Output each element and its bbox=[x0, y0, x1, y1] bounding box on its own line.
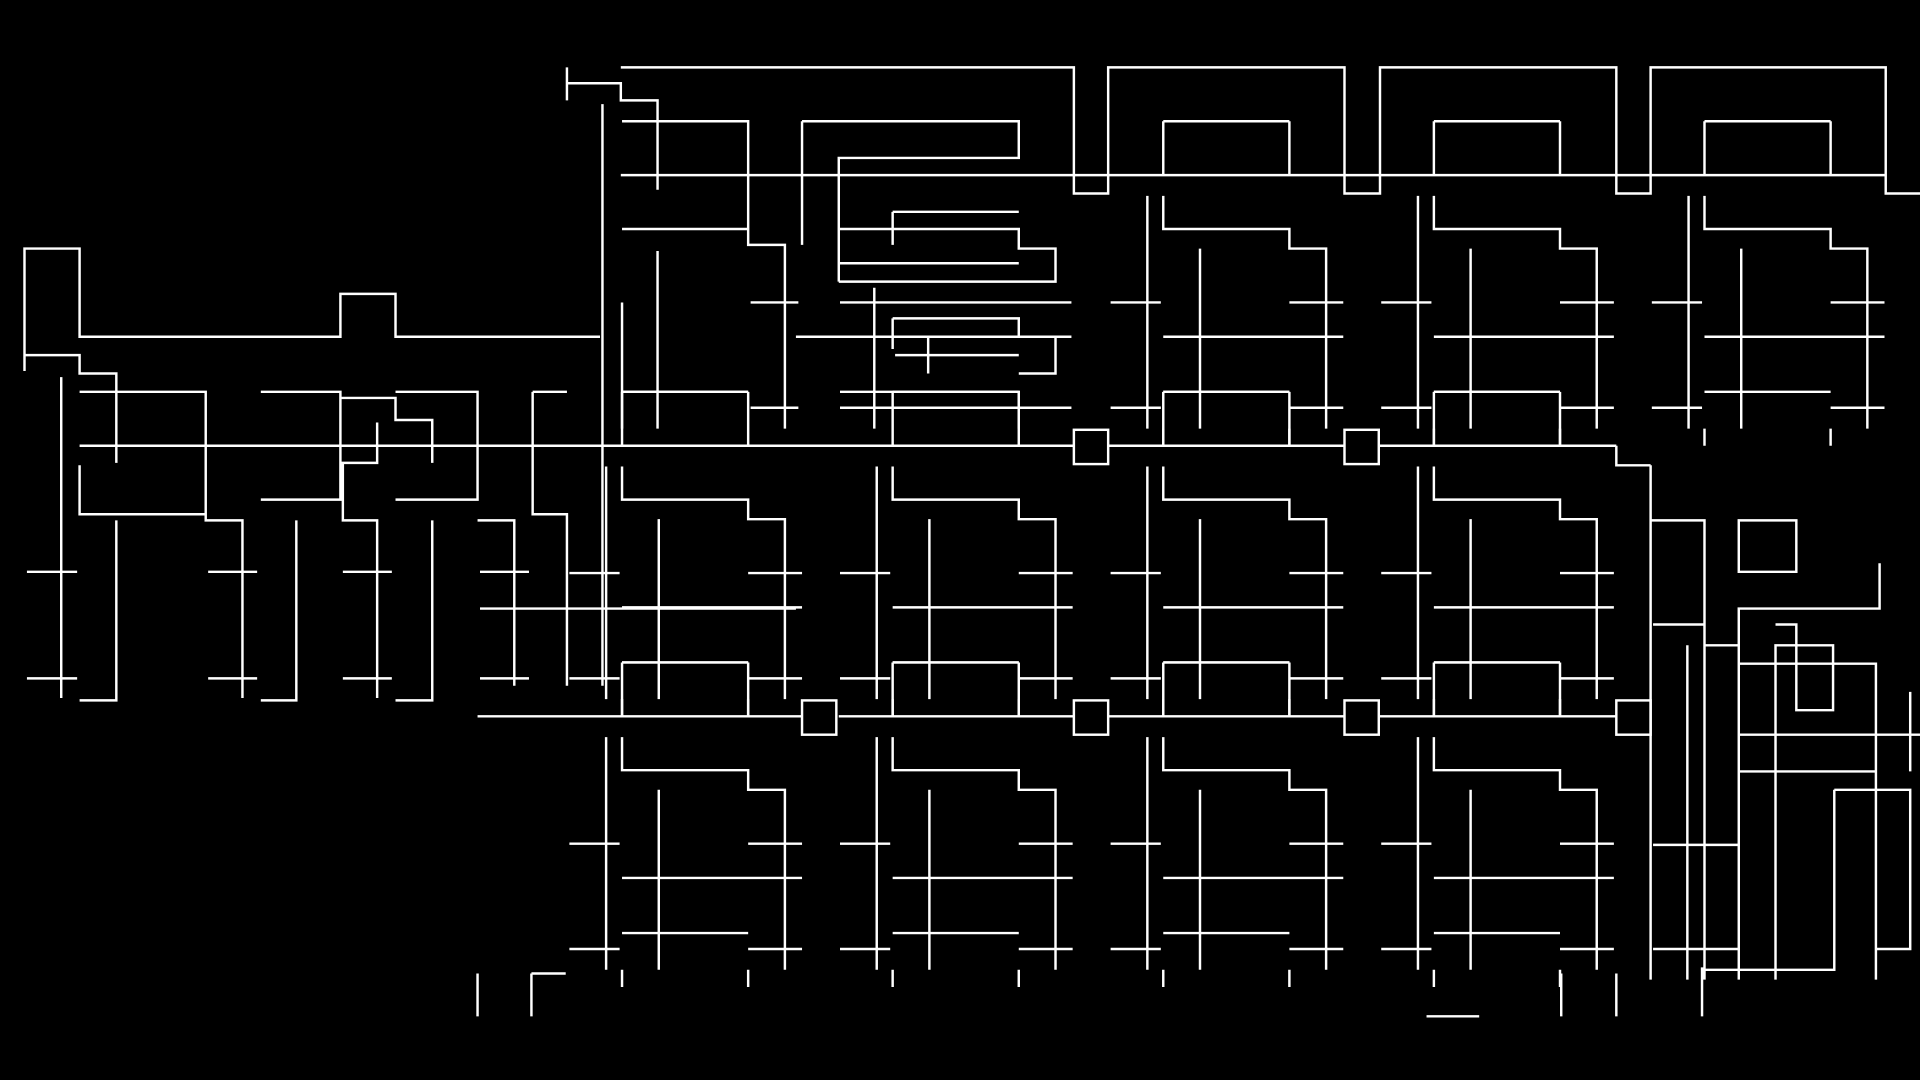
cell-lines bbox=[1110, 390, 1344, 717]
cell-lines bbox=[1381, 390, 1614, 717]
junction-box bbox=[1615, 699, 1652, 736]
cell-lines bbox=[569, 661, 803, 987]
cell-lines bbox=[1110, 661, 1344, 987]
left-structure-line bbox=[23, 247, 600, 372]
junction-box bbox=[1072, 428, 1110, 466]
junction-box bbox=[1343, 428, 1380, 466]
cell-lines bbox=[1381, 120, 1614, 446]
junction-box bbox=[800, 699, 838, 736]
cell-lines bbox=[569, 390, 803, 717]
top-border-line bbox=[620, 66, 1920, 195]
cell-lines bbox=[840, 390, 1073, 717]
junction-box bbox=[1072, 699, 1110, 736]
cell-lines bbox=[1651, 120, 1885, 446]
junction-box bbox=[1343, 699, 1380, 736]
cell-lines bbox=[840, 661, 1073, 987]
center-block-lines bbox=[620, 120, 1072, 429]
line-pattern bbox=[23, 66, 1920, 1018]
repeated-cells bbox=[569, 120, 1885, 987]
left-structure-line bbox=[24, 353, 118, 463]
right-edge-lines bbox=[476, 445, 1920, 1018]
left-structure-line bbox=[565, 67, 659, 686]
cell-lines bbox=[1381, 661, 1614, 987]
cell-lines bbox=[1110, 120, 1344, 446]
left-cell-lines bbox=[26, 377, 796, 702]
